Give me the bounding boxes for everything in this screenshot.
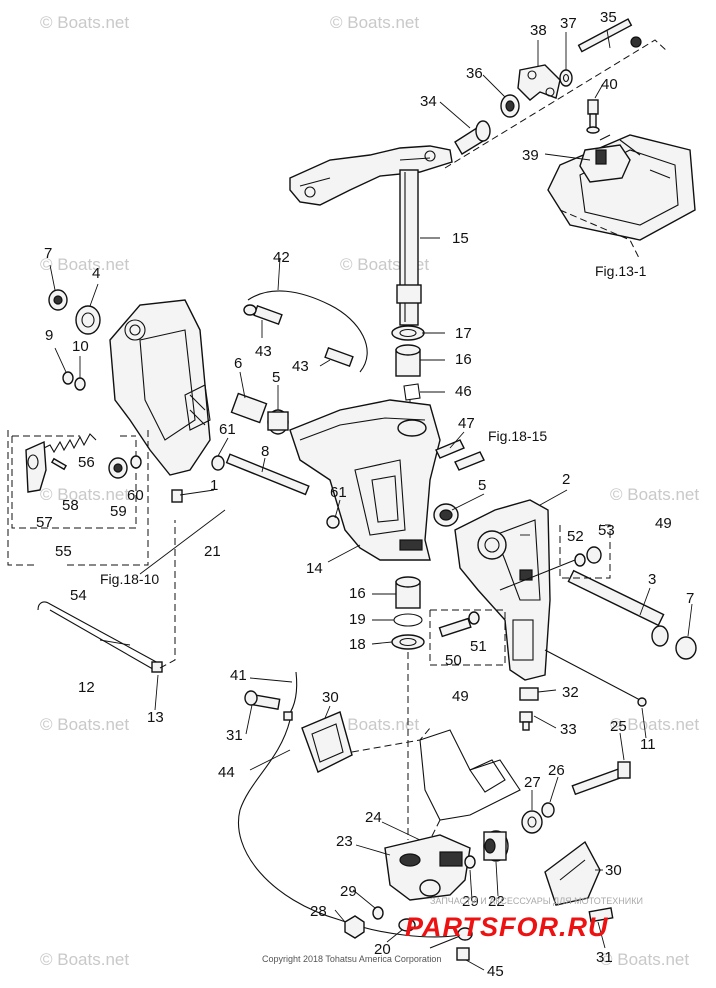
- part-label: 57: [36, 514, 53, 531]
- part-label: 42: [273, 249, 290, 266]
- part-label: 61: [219, 421, 236, 438]
- part-label: 44: [218, 764, 235, 781]
- part-label: 43: [292, 358, 309, 375]
- brand-logo: PARTSFOR.RU: [405, 912, 609, 942]
- watermark: © Boats.net: [40, 255, 129, 274]
- part-label: 20: [374, 941, 391, 958]
- left-clamp-bracket-group: [48, 289, 368, 503]
- tilt-lock-group: [7, 430, 176, 673]
- part-label: 29: [340, 883, 357, 900]
- part-labels: 35 37 38 36 40 34 39 15 7 4 42 17 9 10 4…: [36, 9, 694, 980]
- part-label: 5: [272, 369, 280, 386]
- part-label: 40: [601, 76, 618, 93]
- watermark: © Boats.net: [40, 13, 129, 32]
- watermark: © Boats.net: [600, 950, 689, 969]
- copyright-text: Copyright 2018 Tohatsu America Corporati…: [262, 954, 441, 964]
- part-label: 16: [455, 351, 472, 368]
- part-label: 36: [466, 65, 483, 82]
- steering-bracket-group: [289, 145, 453, 420]
- part-label: 26: [548, 762, 565, 779]
- part-label: 10: [72, 338, 89, 355]
- part-label: 31: [596, 949, 613, 966]
- part-label: 55: [55, 543, 72, 560]
- part-label: 53: [598, 522, 615, 539]
- part-label: 54: [70, 587, 87, 604]
- leader-lines: [49, 29, 693, 971]
- watermark: © Boats.net: [40, 950, 129, 969]
- part-label: 29: [462, 893, 479, 910]
- part-label: 4: [92, 265, 100, 282]
- part-label: 11: [640, 736, 656, 753]
- part-label: 39: [522, 147, 539, 164]
- part-label: 49: [655, 515, 672, 532]
- right-clamp-bracket-group: [429, 499, 697, 731]
- part-label: 7: [44, 245, 52, 262]
- part-label: 17: [455, 325, 472, 342]
- part-label: 58: [62, 497, 79, 514]
- part-label: 50: [445, 652, 462, 669]
- watermark: © Boats.net: [610, 485, 699, 504]
- part-label: 61: [330, 484, 347, 501]
- part-label: 28: [310, 903, 327, 920]
- ref-fig-18-10: Fig.18-10: [100, 571, 159, 587]
- part-label: 60: [127, 487, 144, 504]
- part-label: 7: [686, 590, 694, 607]
- part-label: 24: [365, 809, 382, 826]
- part-label: 33: [560, 721, 577, 738]
- part-label: 23: [336, 833, 353, 850]
- part-label: 14: [306, 560, 323, 577]
- part-label: 59: [110, 503, 127, 520]
- part-label: 31: [226, 727, 243, 744]
- part-label: 43: [255, 343, 272, 360]
- part-label: 35: [600, 9, 617, 26]
- watermark: © Boats.net: [40, 485, 129, 504]
- part-label: 41: [230, 667, 247, 684]
- part-label: 46: [455, 383, 472, 400]
- part-label: 6: [234, 355, 242, 372]
- ref-fig-18-15: Fig.18-15: [488, 428, 547, 444]
- watermark: © Boats.net: [330, 715, 419, 734]
- part-label: 3: [648, 571, 656, 588]
- part-label: 34: [420, 93, 437, 110]
- part-label: 45: [487, 963, 504, 980]
- part-label: 30: [605, 862, 622, 879]
- watermark: © Boats.net: [330, 13, 419, 32]
- part-label: 9: [45, 327, 53, 344]
- watermark: © Boats.net: [40, 715, 129, 734]
- part-label: 19: [349, 611, 366, 628]
- part-label: 32: [562, 684, 579, 701]
- brand-tagline: ЗАПЧАСТИ И АКСЕССУАРЫ ДЛЯ МОТОТЕХНИКИ: [430, 896, 643, 906]
- part-label: 37: [560, 15, 577, 32]
- part-label: 1: [210, 477, 218, 494]
- part-label: 49: [452, 688, 469, 705]
- part-label: 52: [567, 528, 584, 545]
- brand-overlay: ЗАПЧАСТИ И АКСЕССУАРЫ ДЛЯ МОТОТЕХНИКИ PA…: [262, 896, 643, 964]
- part-label: 56: [78, 454, 95, 471]
- part-label: 5: [478, 477, 486, 494]
- part-label: 47: [458, 415, 475, 432]
- watermarks: © Boats.net © Boats.net © Boats.net © Bo…: [40, 13, 699, 969]
- lower-parts-group: [238, 576, 631, 961]
- upper-mount-group: [444, 18, 696, 261]
- ref-fig-13-1: Fig.13-1: [595, 263, 647, 279]
- part-label: 25: [610, 718, 627, 735]
- watermark: © Boats.net: [610, 715, 699, 734]
- part-label: 21: [204, 543, 221, 560]
- part-label: 13: [147, 709, 164, 726]
- part-label: 2: [562, 471, 570, 488]
- part-label: 22: [488, 893, 505, 910]
- part-label: 16: [349, 585, 366, 602]
- part-label: 15: [452, 230, 469, 247]
- part-label: 8: [261, 443, 269, 460]
- swivel-case-group: [225, 392, 485, 561]
- part-label: 27: [524, 774, 541, 791]
- part-label: 30: [322, 689, 339, 706]
- part-label: 18: [349, 636, 366, 653]
- part-label: 12: [78, 679, 95, 696]
- part-label: 51: [470, 638, 487, 655]
- part-label: 38: [530, 22, 547, 39]
- figure-references: Fig.13-1 Fig.18-15 Fig.18-10: [100, 263, 647, 587]
